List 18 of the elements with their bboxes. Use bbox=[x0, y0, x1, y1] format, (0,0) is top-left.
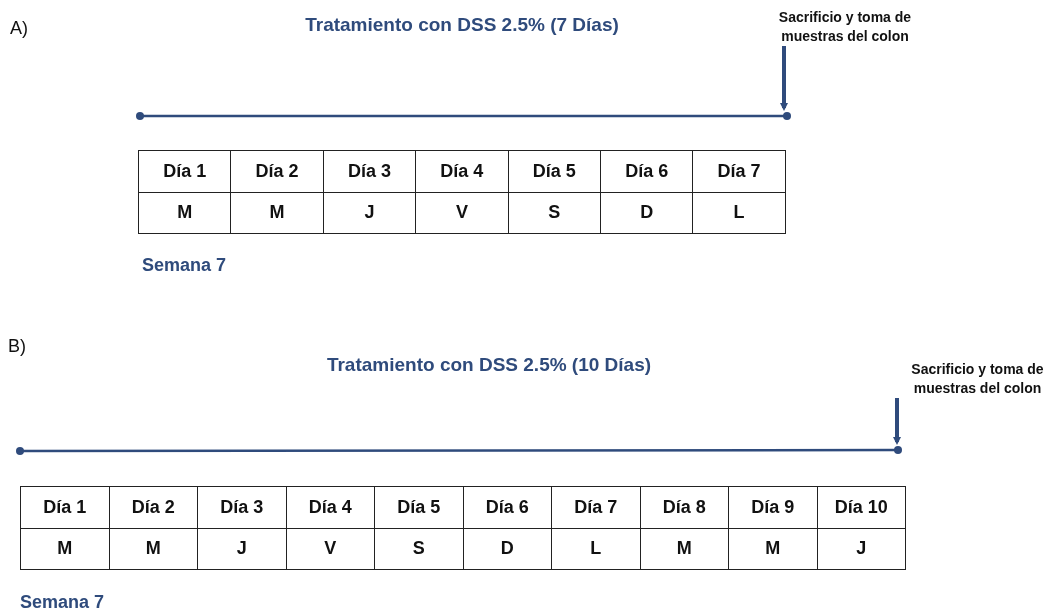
weekday-cell: J bbox=[816, 527, 906, 570]
day-cell: Día 10 bbox=[816, 486, 906, 529]
week-label: Semana 7 bbox=[142, 255, 227, 276]
day-cell: Día 7 bbox=[692, 150, 786, 193]
weekday-cell: M bbox=[20, 527, 110, 570]
weekday-cell: L bbox=[692, 191, 786, 234]
week-label: Semana 7 bbox=[20, 592, 105, 613]
arrow bbox=[780, 46, 788, 111]
annotation-text: Sacrificio y toma de muestras del colon bbox=[770, 8, 920, 46]
panel-letter: A) bbox=[10, 18, 28, 39]
arrow bbox=[893, 398, 901, 445]
day-cell: Día 1 bbox=[20, 486, 110, 529]
treatment-title: Tratamiento con DSS 2.5% (10 Días) bbox=[325, 353, 653, 377]
day-cell: Día 1 bbox=[138, 150, 232, 193]
panel-letter: B) bbox=[8, 336, 26, 357]
annotation-text: Sacrificio y toma de muestras del colon bbox=[890, 360, 1057, 398]
weekday-cell: M bbox=[138, 191, 232, 234]
treatment-title: Tratamiento con DSS 2.5% (7 Días) bbox=[304, 13, 620, 37]
